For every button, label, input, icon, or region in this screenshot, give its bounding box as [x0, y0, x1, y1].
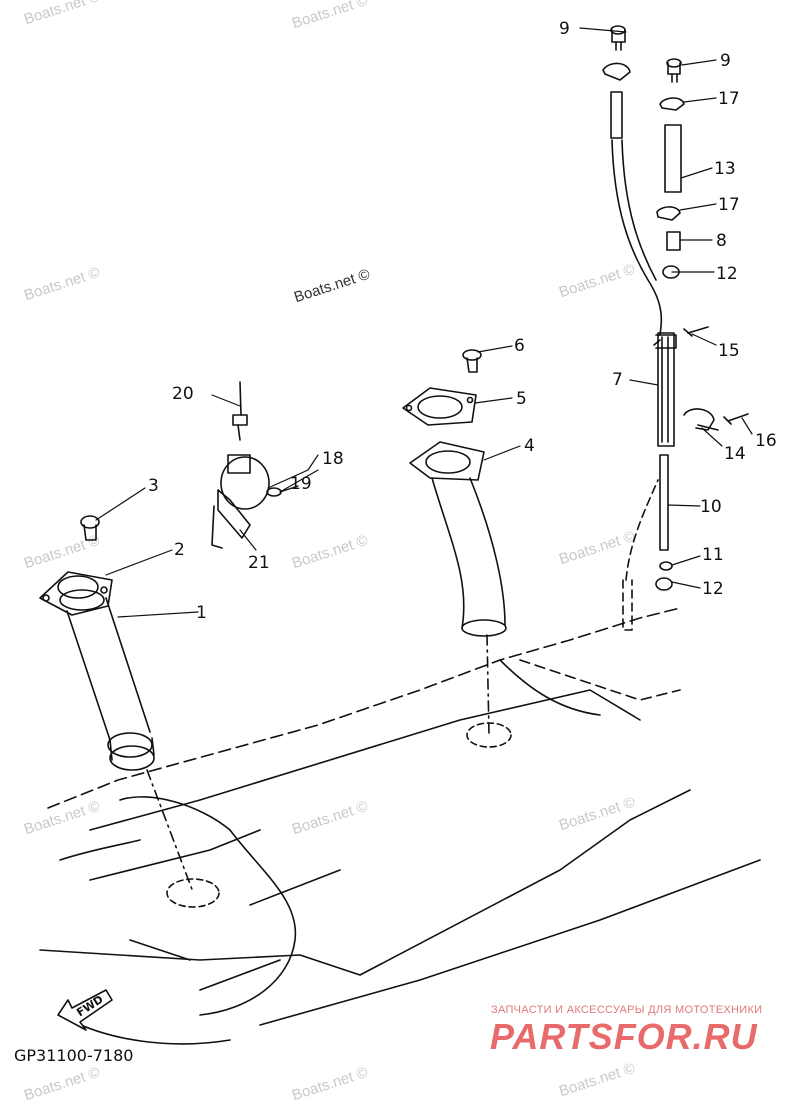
breather-tube-assembly [602, 25, 749, 631]
callout-17b: 17 [718, 195, 740, 215]
callout-13: 13 [714, 159, 736, 179]
diagram-code: GP31100-7180 [14, 1046, 134, 1065]
callout-labels: 1 2 3 4 5 6 7 8 9 9 10 11 12 12 13 14 15… [74, 19, 776, 1019]
callout-1: 1 [196, 603, 207, 623]
callout-10: 10 [700, 497, 722, 517]
rivet-part-20 [232, 381, 248, 441]
vent-pipe [409, 441, 507, 637]
callout-16: 16 [755, 431, 777, 451]
leader-lines [95, 27, 753, 618]
callout-9a: 9 [559, 19, 570, 39]
filler-neck-tube [66, 597, 155, 771]
callout-12a: 12 [716, 264, 738, 284]
callout-15: 15 [718, 341, 740, 361]
callout-9b: 9 [720, 51, 731, 71]
callout-6: 6 [514, 336, 525, 356]
brand-tagline: ЗАПЧАСТИ И АКСЕССУАРЫ ДЛЯ МОТОТЕХНИКИ [491, 1004, 763, 1016]
callout-5: 5 [516, 389, 527, 409]
hose-clamp [211, 454, 270, 549]
callout-21: 21 [248, 553, 270, 573]
fwd-arrow-icon [57, 989, 113, 1031]
callout-11: 11 [702, 545, 724, 565]
callout-8: 8 [716, 231, 727, 251]
callout-14: 14 [724, 444, 746, 464]
callout-4: 4 [524, 436, 535, 456]
callout-7: 7 [612, 370, 623, 390]
gasket [402, 387, 477, 426]
callout-2: 2 [174, 540, 185, 560]
callout-18: 18 [322, 449, 344, 469]
hull-opening-filler [166, 878, 220, 908]
washer-part-19 [266, 487, 282, 497]
callout-17a: 17 [718, 89, 740, 109]
bolt-part-3 [80, 515, 100, 541]
callout-12b: 12 [702, 579, 724, 599]
filler-cap-flange [39, 571, 113, 616]
hull-outline [39, 607, 761, 1045]
callout-19: 19 [290, 474, 312, 494]
callout-20: 20 [172, 384, 194, 404]
callout-3: 3 [148, 476, 159, 496]
bolt-part-6 [462, 349, 482, 373]
brand-logo: PARTSFOR.RU [490, 1016, 758, 1057]
